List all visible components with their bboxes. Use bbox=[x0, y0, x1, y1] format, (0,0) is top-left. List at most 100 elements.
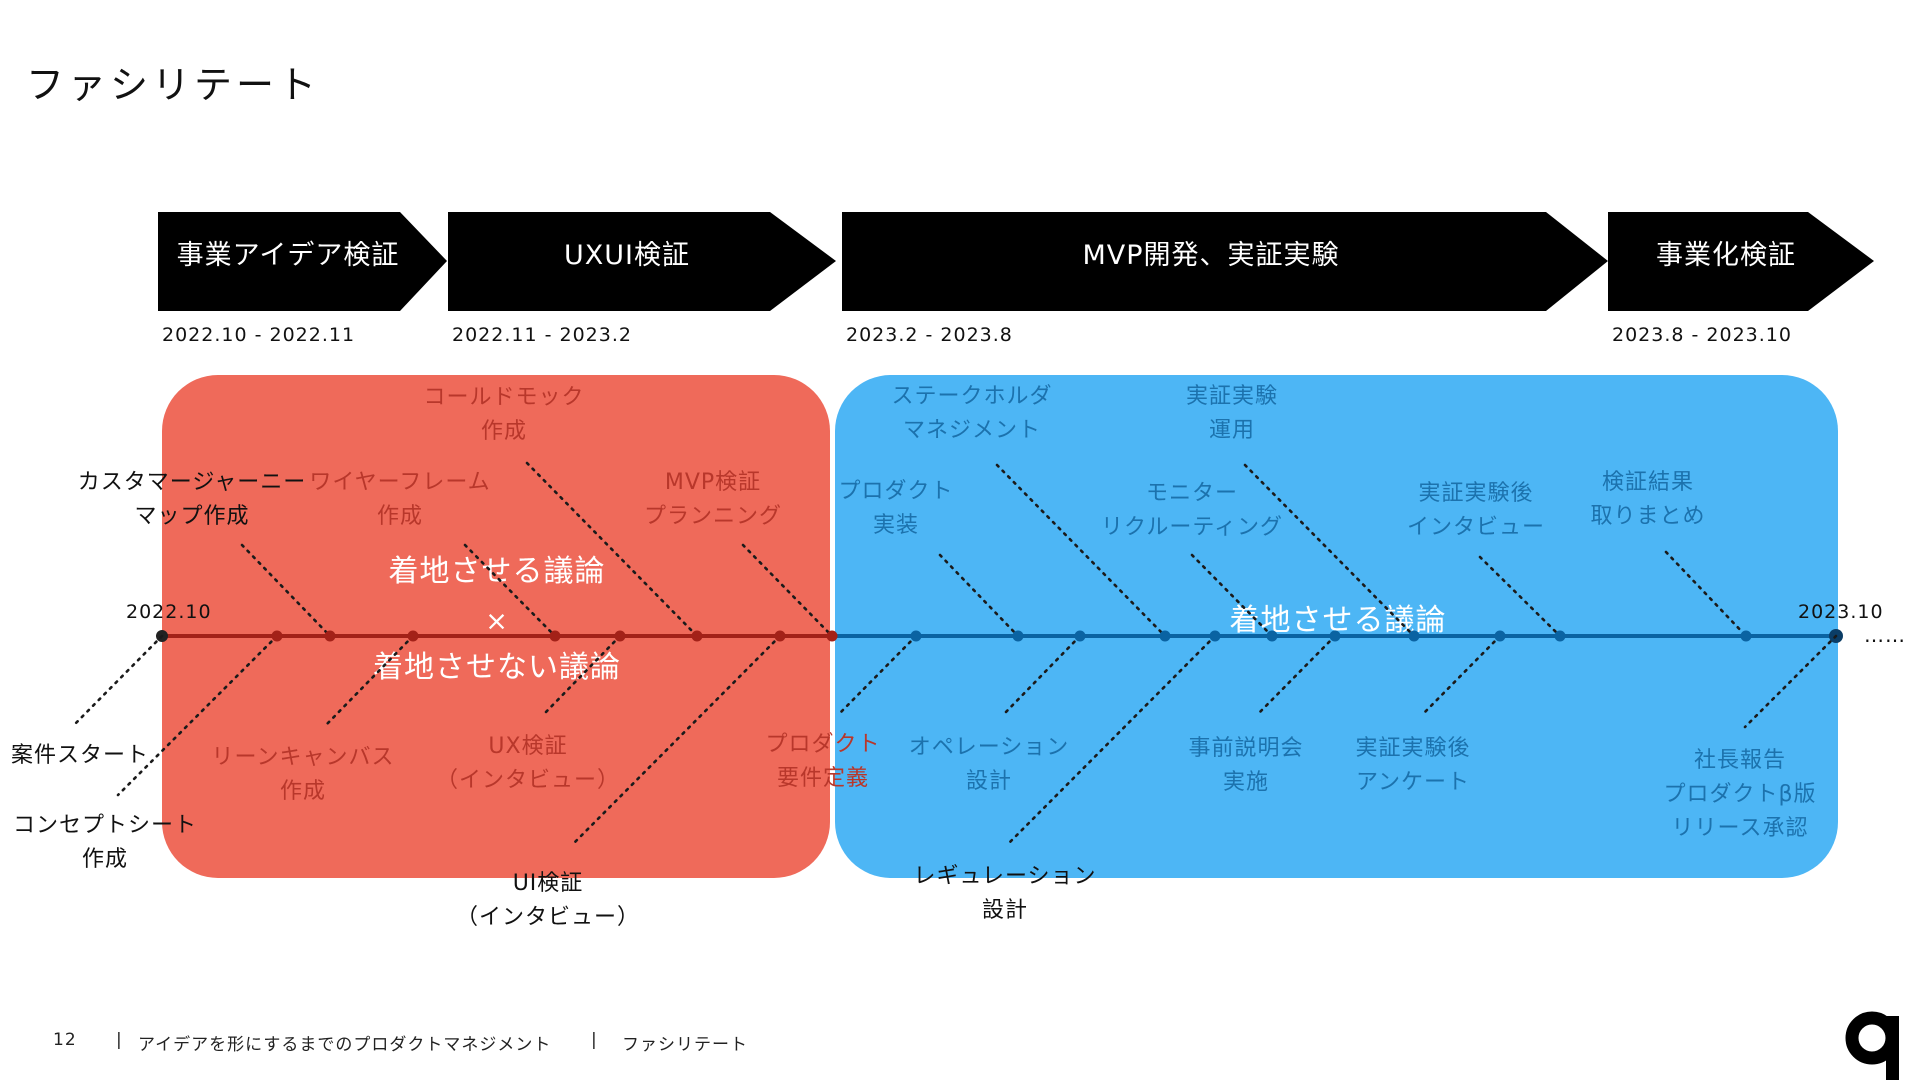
event-concept-sheet-connector bbox=[116, 634, 279, 797]
event-results-summary-connector bbox=[1664, 550, 1748, 638]
red-zone bbox=[162, 375, 830, 878]
event-wireframe-milestone-dot bbox=[549, 630, 561, 642]
event-pre-briefing-label-1: 事前説明会 bbox=[1188, 736, 1303, 761]
event-mvp-planning-milestone-dot bbox=[826, 630, 838, 642]
event-product-implementation-label-1: プロダクト bbox=[838, 479, 953, 504]
event-ui-test-connector bbox=[573, 634, 782, 844]
event-mvp-planning-label-1: MVP検証 bbox=[665, 470, 761, 495]
event-pre-briefing-connector bbox=[1255, 634, 1337, 717]
event-pilot-operation-label-2: 運用 bbox=[1209, 418, 1255, 443]
event-pilot-operation-label-1: 実証実験 bbox=[1186, 384, 1278, 409]
event-monitor-recruiting-connector bbox=[1190, 553, 1274, 638]
event-operation-design-label-1: オペレーション bbox=[909, 735, 1070, 760]
footer-page-number: 12 bbox=[53, 1030, 77, 1050]
event-cold-mock-milestone-dot bbox=[691, 630, 703, 642]
event-lean-canvas-milestone-dot bbox=[407, 630, 419, 642]
page-title: ファシリテート bbox=[26, 63, 321, 107]
event-cold-mock-label-2: 作成 bbox=[481, 419, 527, 444]
event-customer-journey-connector bbox=[240, 543, 332, 638]
event-customer-journey-milestone-dot bbox=[324, 630, 336, 642]
event-results-summary-milestone-dot bbox=[1740, 630, 1752, 642]
event-product-requirements-label-2: 要件定義 bbox=[777, 766, 869, 791]
event-ux-test-label-2: （インタビュー） bbox=[436, 768, 620, 793]
phase-period-2: 2022.11 - 2023.2 bbox=[452, 324, 632, 346]
phase-period-4: 2023.8 - 2023.10 bbox=[1612, 324, 1792, 346]
footer-course-title: アイデアを形にするまでのプロダクトマネジメント bbox=[138, 1035, 552, 1055]
event-regulation-design-label-2: 設計 bbox=[982, 898, 1028, 923]
event-operation-design-label-2: 設計 bbox=[966, 769, 1012, 794]
event-lean-canvas-label-1: リーンキャンバス bbox=[212, 745, 395, 770]
brand-logo bbox=[1845, 1011, 1899, 1080]
timeline-end-label: 2023.10 bbox=[1798, 601, 1884, 623]
event-ui-test-milestone-dot bbox=[774, 630, 786, 642]
event-stakeholder-management-label-1: ステークホルダ bbox=[891, 384, 1052, 409]
event-ux-test-connector bbox=[543, 634, 622, 715]
phase-period-1: 2022.10 - 2022.11 bbox=[162, 324, 355, 346]
blue-zone bbox=[835, 375, 1838, 878]
event-post-pilot-interview-connector bbox=[1478, 555, 1562, 638]
footer-separator-2: | bbox=[591, 1030, 598, 1050]
footer-separator-1: | bbox=[116, 1030, 123, 1050]
event-pilot-operation-milestone-dot bbox=[1408, 630, 1420, 642]
event-cold-mock-label-1: コールドモック bbox=[423, 385, 584, 410]
event-wireframe-label-1: ワイヤーフレーム bbox=[309, 470, 490, 495]
event-pre-briefing-label-2: 実施 bbox=[1223, 770, 1269, 795]
event-product-implementation-milestone-dot bbox=[1012, 630, 1024, 642]
event-product-requirements-milestone-dot bbox=[910, 630, 922, 642]
event-stakeholder-management-connector bbox=[995, 463, 1167, 638]
event-product-requirements-label-1: プロダクト bbox=[765, 732, 880, 757]
event-operation-design-connector bbox=[1001, 634, 1082, 717]
event-post-pilot-interview-label-1: 実証実験後 bbox=[1418, 481, 1533, 506]
event-product-requirements-connector bbox=[838, 634, 918, 715]
event-monitor-recruiting-label-1: モニター bbox=[1146, 481, 1238, 506]
red-zone-caption-2: × bbox=[485, 606, 509, 637]
timeline-continuation: …… bbox=[1864, 623, 1906, 647]
event-product-implementation-label-2: 実装 bbox=[873, 513, 919, 538]
phase-period-3: 2023.2 - 2023.8 bbox=[846, 324, 1013, 346]
event-ceo-report-label-3: リリース承認 bbox=[1672, 816, 1809, 841]
phase-label-4: 事業化検証 bbox=[1656, 240, 1796, 271]
phase-arrow-2 bbox=[448, 212, 836, 311]
event-case-start-label-1: 案件スタート bbox=[11, 743, 149, 768]
event-operation-design-milestone-dot bbox=[1074, 630, 1086, 642]
event-lean-canvas-label-2: 作成 bbox=[280, 779, 326, 804]
phase-arrow-3 bbox=[842, 212, 1608, 311]
event-post-pilot-interview-label-2: インタビュー bbox=[1407, 515, 1545, 540]
event-pre-briefing-milestone-dot bbox=[1329, 630, 1341, 642]
event-results-summary-label-2: 取りまとめ bbox=[1590, 504, 1705, 529]
event-mvp-planning-connector bbox=[741, 543, 834, 638]
event-ux-test-milestone-dot bbox=[614, 630, 626, 642]
footer-section-title: ファシリテート bbox=[622, 1035, 748, 1055]
event-results-summary-label-1: 検証結果 bbox=[1602, 470, 1694, 495]
phase-label-3: MVP開発、実証実験 bbox=[1082, 240, 1339, 271]
event-post-pilot-survey-label-2: アンケート bbox=[1356, 770, 1470, 795]
event-ux-test-label-1: UX検証 bbox=[488, 734, 567, 759]
event-ui-test-label-1: UI検証 bbox=[513, 871, 584, 896]
event-pilot-operation-connector bbox=[1243, 463, 1416, 638]
event-customer-journey-label-1: カスタマージャーニー bbox=[78, 470, 306, 495]
event-regulation-design-connector bbox=[1008, 634, 1217, 844]
timeline-start-label: 2022.10 bbox=[126, 601, 212, 623]
event-stakeholder-management-label-2: マネジメント bbox=[903, 418, 1041, 443]
event-post-pilot-survey-label-1: 実証実験後 bbox=[1355, 736, 1470, 761]
phase-arrow-1 bbox=[158, 212, 447, 311]
event-case-start-connector bbox=[70, 634, 164, 729]
event-post-pilot-interview-milestone-dot bbox=[1554, 630, 1566, 642]
event-monitor-recruiting-label-2: リクルーティング bbox=[1101, 515, 1283, 540]
event-customer-journey-label-2: マップ作成 bbox=[134, 504, 249, 529]
event-post-pilot-survey-milestone-dot bbox=[1494, 630, 1506, 642]
red-zone-caption-1: 着地させる議論 bbox=[389, 554, 606, 589]
event-ceo-report-connector bbox=[1743, 634, 1838, 729]
event-monitor-recruiting-milestone-dot bbox=[1266, 630, 1278, 642]
phase-label-2: UXUI検証 bbox=[564, 240, 690, 271]
event-regulation-design-milestone-dot bbox=[1209, 630, 1221, 642]
red-zone-caption-3: 着地させない議論 bbox=[373, 650, 621, 685]
event-post-pilot-survey-connector bbox=[1420, 634, 1502, 717]
event-stakeholder-management-milestone-dot bbox=[1159, 630, 1171, 642]
event-cold-mock-connector bbox=[525, 461, 699, 638]
event-ui-test-label-2: （インタビュー） bbox=[456, 905, 640, 930]
event-concept-sheet-milestone-dot bbox=[271, 630, 283, 642]
event-wireframe-label-2: 作成 bbox=[377, 504, 423, 529]
